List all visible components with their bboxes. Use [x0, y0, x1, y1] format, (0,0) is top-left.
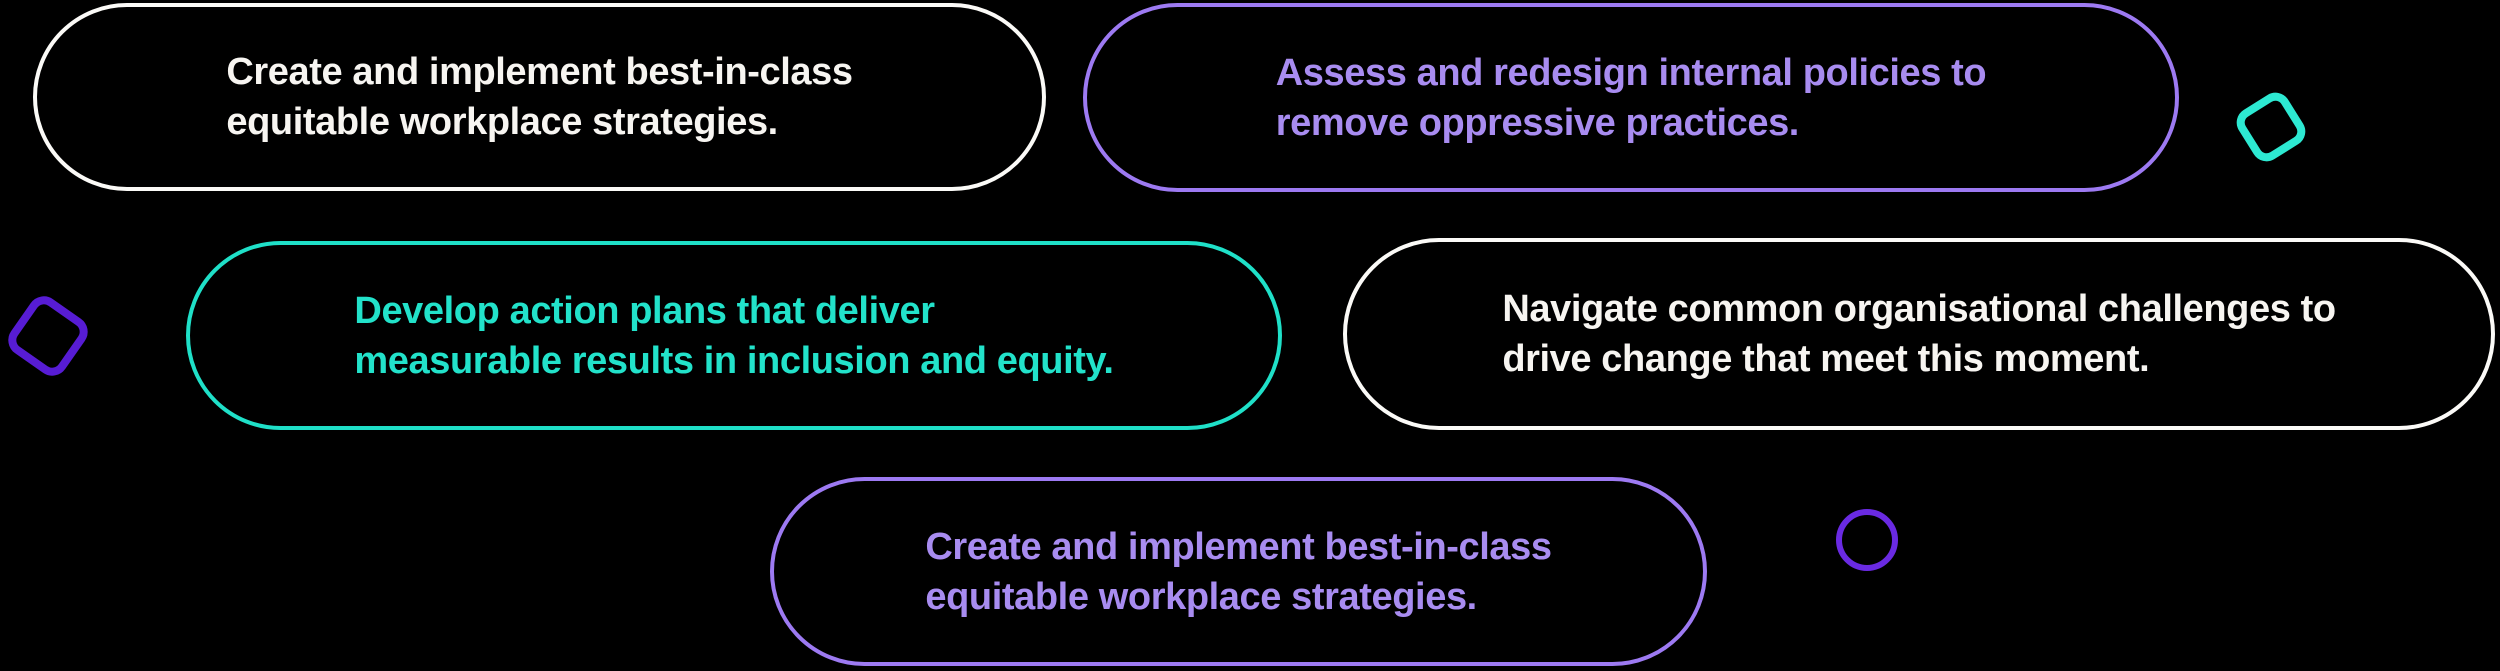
benefit-line: Assess and redesign internal policies to	[1275, 51, 1987, 94]
benefit-line: drive change that meet this moment.	[1502, 338, 2150, 380]
benefit-line: measurable results in inclusion and equi…	[354, 339, 1114, 382]
benefit-line: Create and implement best-in-class	[226, 51, 853, 93]
benefit-card-organisational-challenges: Navigate common organisational challenge…	[1343, 238, 2495, 430]
benefit-card-equitable-strategies-bottom: Create and implement best-in-class equit…	[770, 477, 1707, 666]
benefit-line: Create and implement best-in-class	[925, 525, 1552, 568]
benefit-card-text: Assess and redesign internal policies to…	[1275, 48, 1987, 148]
violet-rounded-square-decoration	[2, 290, 94, 382]
benefit-line: equitable workplace strategies.	[226, 101, 778, 143]
teal-rounded-square-decoration	[2231, 87, 2311, 167]
benefit-line: Navigate common organisational challenge…	[1502, 288, 2336, 330]
benefit-line: equitable workplace strategies.	[925, 575, 1477, 618]
violet-circle-decoration	[1836, 509, 1898, 571]
benefit-line: remove oppressive practices.	[1275, 101, 1800, 144]
benefit-card-redesign-policies: Assess and redesign internal policies to…	[1083, 3, 2179, 192]
benefit-card-text: Develop action plans that deliver measur…	[354, 286, 1114, 386]
benefit-card-equitable-strategies-top: Create and implement best-in-class equit…	[33, 3, 1046, 191]
benefit-card-text: Navigate common organisational challenge…	[1502, 284, 2336, 384]
benefit-card-text: Create and implement best-in-class equit…	[925, 522, 1552, 622]
benefit-card-action-plans: Develop action plans that deliver measur…	[186, 241, 1282, 430]
benefit-card-text: Create and implement best-in-class equit…	[226, 47, 853, 147]
benefit-line: Develop action plans that deliver	[354, 289, 935, 332]
